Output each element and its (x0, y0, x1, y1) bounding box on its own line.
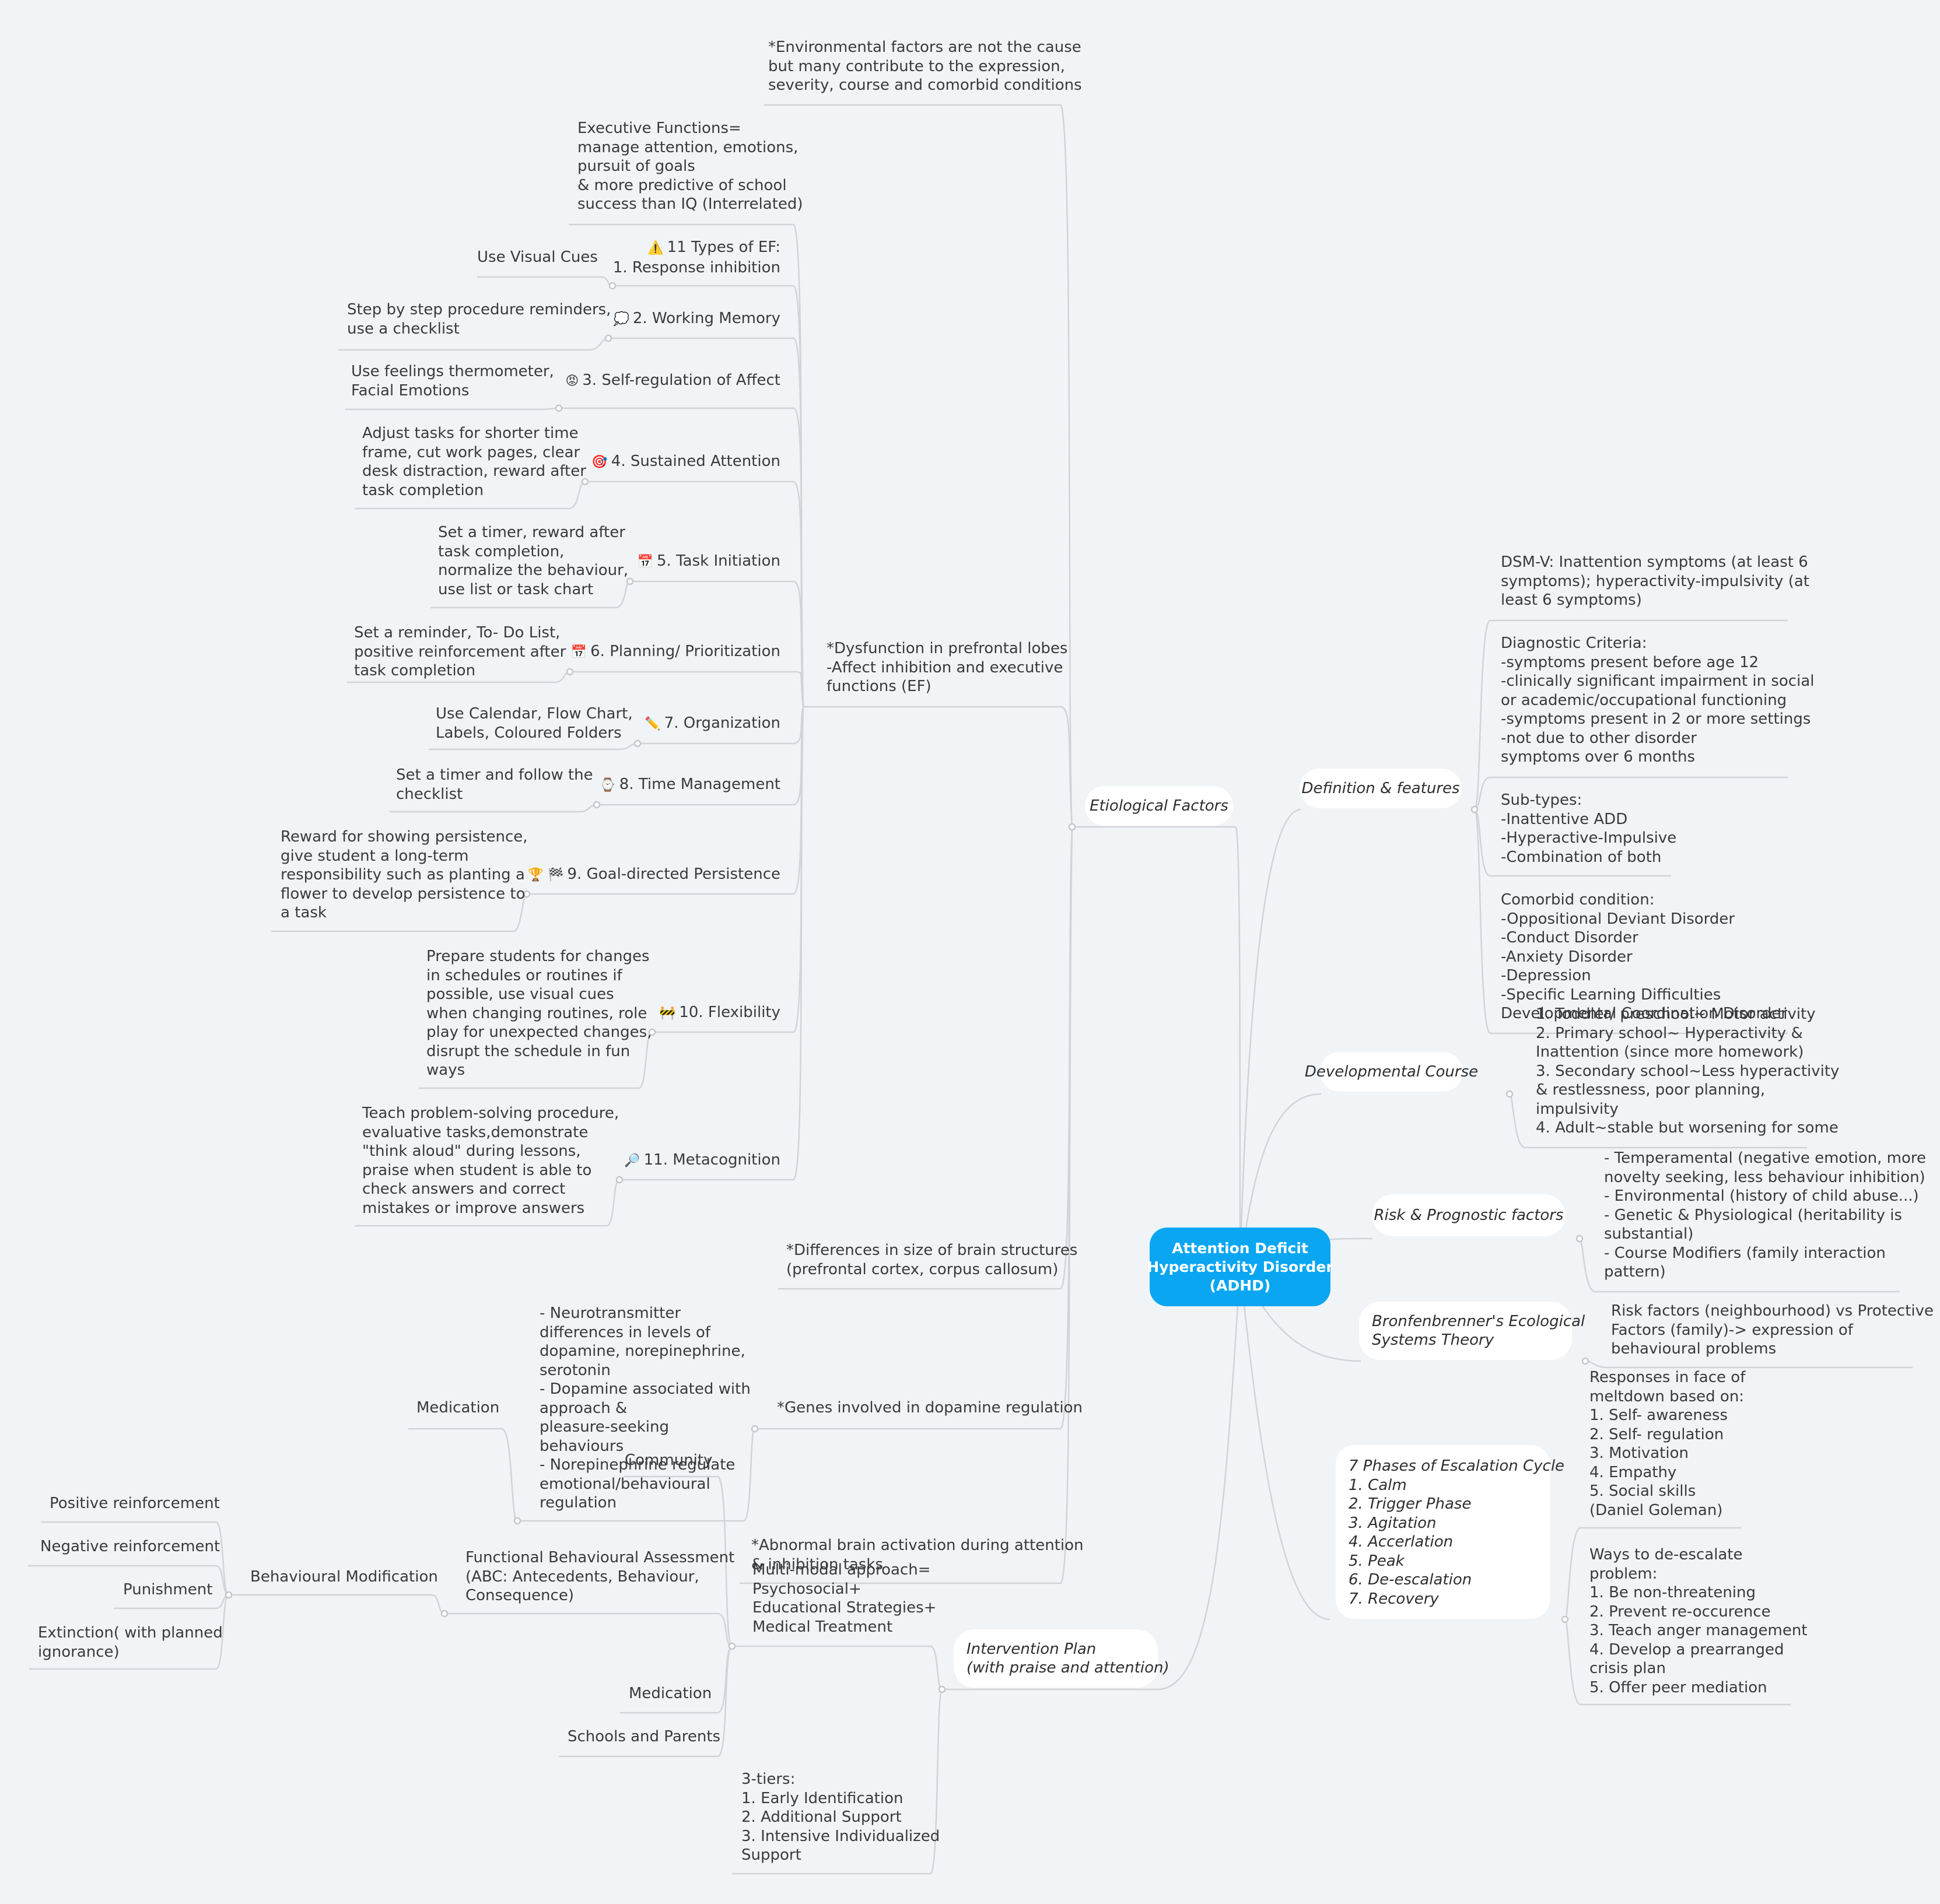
ef-type-flexibility[interactable]: 🚧10. Flexibility (659, 1004, 780, 1021)
ef-type-time-management[interactable]: ⌚8. Time Management (600, 776, 780, 793)
topic-medication-genes[interactable]: Medication (416, 1399, 500, 1416)
branch-definition-features[interactable]: Definition & features (1300, 769, 1462, 808)
topic-dopamine-genes[interactable]: *Genes involved in dopamine regulation (777, 1399, 1083, 1416)
ef-type-self-regulation[interactable]: 😡3. Self-regulation of Affect (565, 371, 780, 389)
topic-community[interactable]: Community (625, 1451, 713, 1469)
topic-prefrontal-dysfunction[interactable]: *Dysfunction in prefrontal lobes -Affect… (827, 640, 1068, 695)
topic-schools-and-parents[interactable]: Schools and Parents (568, 1728, 721, 1745)
ef-type-response-inhibition[interactable]: ⚠️11 Types of EF: 1. Response inhibition (612, 239, 780, 276)
strategy-self-regulation[interactable]: Use feelings thermometer, Facial Emotion… (351, 363, 554, 399)
behaviour-positive-reinforcement[interactable]: Positive reinforcement (50, 1495, 220, 1512)
angry-face-icon: 😡 (565, 374, 579, 388)
topic-diagnostic-criteria[interactable]: Diagnostic Criteria: -symptoms present b… (1501, 634, 1815, 766)
behaviour-punishment[interactable]: Punishment (123, 1581, 213, 1598)
topic-behavioural-modification[interactable]: Behavioural Modification (250, 1568, 438, 1586)
topic-executive-functions[interactable]: Executive Functions= manage attention, e… (577, 120, 803, 213)
ef-type-goal-persistence[interactable]: 🏆 🏁9. Goal-directed Persistence (527, 865, 780, 883)
strategy-time-management[interactable]: Set a timer and follow the checklist (396, 766, 593, 803)
topic-de-escalation-ways[interactable]: Ways to de-escalate problem: 1. Be non-t… (1589, 1546, 1808, 1696)
topic-risk-factors[interactable]: - Temperamental (negative emotion, more … (1604, 1149, 1927, 1281)
branch-risk-prognostic[interactable]: Risk & Prognostic factors (1372, 1194, 1566, 1236)
ef-type-planning[interactable]: 📅6. Planning/ Prioritization (570, 643, 780, 660)
behaviour-negative-reinforcement[interactable]: Negative reinforcement (40, 1538, 220, 1555)
ef-type-organization[interactable]: ✏️7. Organization (645, 714, 780, 732)
construction-icon: 🚧 (659, 1006, 676, 1021)
topic-dsm-v[interactable]: DSM-V: Inattention symptoms (at least 6 … (1501, 553, 1809, 609)
topic-developmental-stages[interactable]: 1. Toddler/ preschool~ Motor activity 2.… (1536, 1005, 1840, 1137)
strategy-flexibility[interactable]: Prepare students for changes in schedule… (426, 948, 652, 1079)
topic-multimodal-approach[interactable]: Multi-modal approach= Psychosocial+ Educ… (752, 1561, 937, 1636)
topic-brain-structure-size[interactable]: *Differences in size of brain structures… (786, 1242, 1078, 1278)
branch-intervention-plan[interactable]: Intervention Plan (with praise and atten… (954, 1629, 1169, 1688)
strategy-task-initiation[interactable]: Set a timer, reward after task completio… (438, 524, 629, 598)
branch-etiological-factors[interactable]: Etiological Factors (1085, 786, 1233, 826)
ef-type-task-initiation[interactable]: 📅5. Task Initiation (637, 552, 780, 570)
branch-developmental-course[interactable]: Developmental Course (1305, 1052, 1478, 1092)
ef-type-sustained-attention[interactable]: 🎯4. Sustained Attention (591, 453, 780, 470)
ef-type-working-memory[interactable]: 💭2. Working Memory (613, 310, 780, 327)
strategy-response-inhibition[interactable]: Use Visual Cues (477, 248, 598, 266)
thought-bubble-icon: 💭 (613, 312, 629, 327)
strategy-metacognition[interactable]: Teach problem-solving procedure, evaluat… (362, 1104, 619, 1217)
behaviour-extinction[interactable]: Extinction( with planned ignorance) (38, 1624, 223, 1661)
trophy-flag-icon: 🏆 🏁 (527, 868, 564, 882)
topic-ecological-factors[interactable]: Risk factors (neighbourhood) vs Protecti… (1611, 1302, 1934, 1358)
branch-bronfenbrenner[interactable]: Bronfenbrenner's Ecological Systems Theo… (1359, 1302, 1585, 1360)
topic-environmental-factors[interactable]: *Environmental factors are not the cause… (768, 38, 1082, 94)
strategy-goal-persistence[interactable]: Reward for showing persistence, give stu… (281, 828, 528, 921)
topic-sub-types[interactable]: Sub-types: -Inattentive ADD -Hyperactive… (1501, 791, 1677, 866)
topic-comorbid-conditions[interactable]: Comorbid condition: -Oppositional Devian… (1501, 891, 1787, 1022)
warning-icon: ⚠️ (647, 241, 664, 255)
central-topic[interactable]: Attention Deficit Hyperactivity Disorder… (1147, 1228, 1333, 1306)
strategy-sustained-attention[interactable]: Adjust tasks for shorter time frame, cut… (362, 425, 586, 499)
watch-icon: ⌚ (600, 778, 616, 793)
topic-meltdown-responses[interactable]: Responses in face of meltdown based on: … (1589, 1369, 1746, 1519)
branch-escalation-cycle[interactable]: 7 Phases of Escalation Cycle 1. Calm 2. … (1336, 1445, 1564, 1619)
ef-type-metacognition[interactable]: 🔎11. Metacognition (624, 1151, 780, 1169)
strategy-working-memory[interactable]: Step by step procedure reminders, use a … (347, 301, 611, 338)
strategy-organization[interactable]: Use Calendar, Flow Chart, Labels, Colour… (436, 705, 633, 742)
calendar-icon: 📅 (570, 645, 587, 660)
topic-three-tiers[interactable]: 3-tiers: 1. Early Identification 2. Addi… (741, 1770, 940, 1864)
calendar-icon: 📅 (637, 555, 654, 569)
strategy-planning[interactable]: Set a reminder, To- Do List, positive re… (354, 624, 566, 679)
magnifier-icon: 🔎 (624, 1153, 640, 1168)
target-icon: 🎯 (591, 455, 608, 469)
pencil-icon: ✏️ (645, 717, 661, 731)
topic-medication-intervention[interactable]: Medication (629, 1685, 712, 1702)
topic-neurotransmitter[interactable]: - Neurotransmitter differences in levels… (540, 1305, 751, 1512)
topic-abnormal-brain-activation[interactable]: *Abnormal brain activation during attent… (751, 1537, 1084, 1573)
topic-functional-behavioural-assessment[interactable]: Functional Behavioural Assessment (ABC: … (465, 1549, 735, 1604)
